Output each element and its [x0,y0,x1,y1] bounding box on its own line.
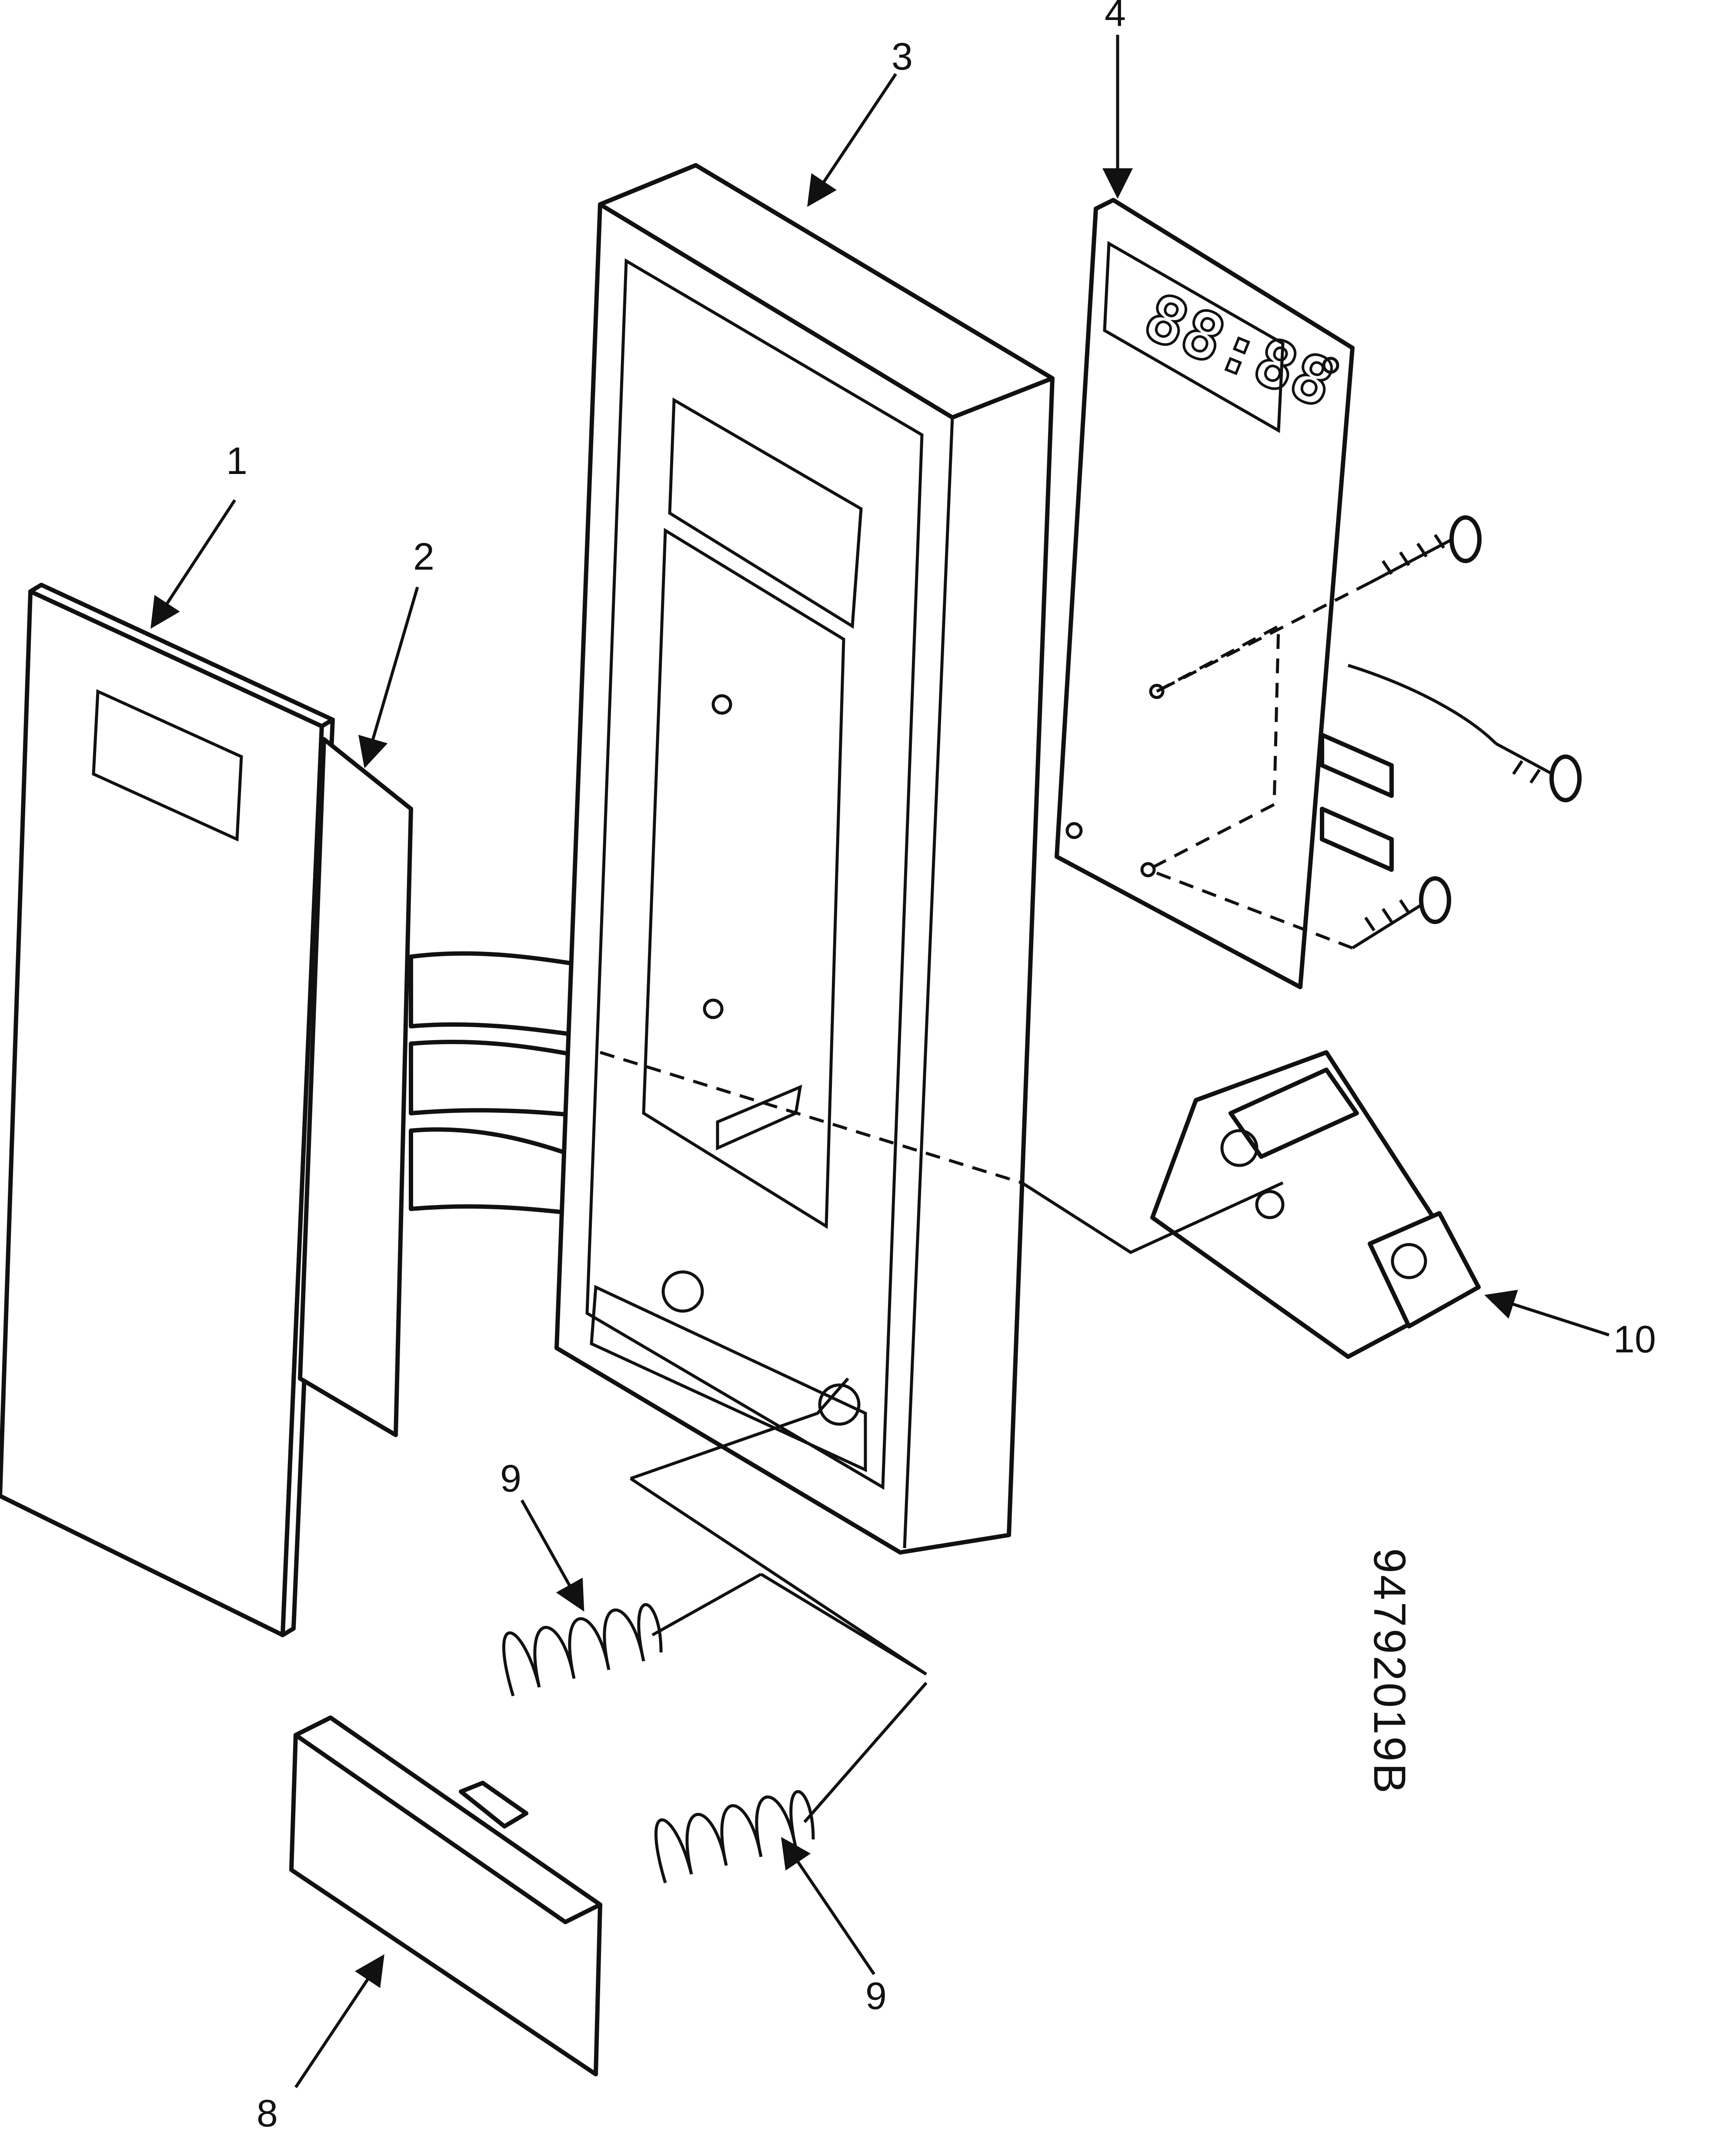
spring-guide-line-2 [630,1477,927,1675]
latch-top-block [1229,1068,1359,1159]
latch-channel [590,1285,867,1472]
spring-guide-line [630,1377,849,1480]
display-window [668,397,863,629]
callout-label-4: 4 [1105,0,1126,34]
panel-window-cutout [92,689,243,842]
callout-9-upper: 9 [500,1457,584,1612]
screw-icon [1156,515,1482,693]
button-tab [459,1781,528,1829]
keypad-recess [642,527,845,1229]
frame-inner-opening [585,258,924,1490]
callout-label-1: 1 [226,439,247,482]
screw-icon [1495,742,1582,802]
callout-label-9b: 9 [865,1974,887,2017]
spring-icon-lower [654,1682,928,1884]
control-pcb-part-4: 88:88 [1055,198,1497,989]
ground-wire [1347,664,1497,745]
led-display-frame [1103,241,1285,433]
spring-icon-upper [502,1572,762,1697]
callout-label-9a: 9 [500,1457,521,1500]
drawing-number: 94792019B [1364,1548,1415,1795]
screw-icon [1147,868,1451,950]
control-frame-part-2 [554,163,1055,1555]
callout-4: 4 [1102,0,1133,199]
callout-9-lower: 9 [781,1837,887,2017]
callout-label-3: 2 [413,535,434,578]
callout-3: 2 [358,535,434,768]
callout-8: 8 [257,1954,384,2135]
door-latch-part-10 [599,1050,1481,1359]
front-panel-part-1 [0,583,335,1637]
pcb-connector-1 [1320,733,1394,798]
release-button-part-8 [289,1715,602,2076]
callout-10: 10 [1484,1289,1656,1361]
callout-label-2: 3 [891,35,913,78]
pcb-connector-2 [1320,807,1394,872]
callout-1: 1 [150,439,247,629]
callout-2: 3 [807,35,913,207]
callout-label-8: 8 [257,2092,278,2135]
callout-label-10: 10 [1613,1318,1656,1361]
